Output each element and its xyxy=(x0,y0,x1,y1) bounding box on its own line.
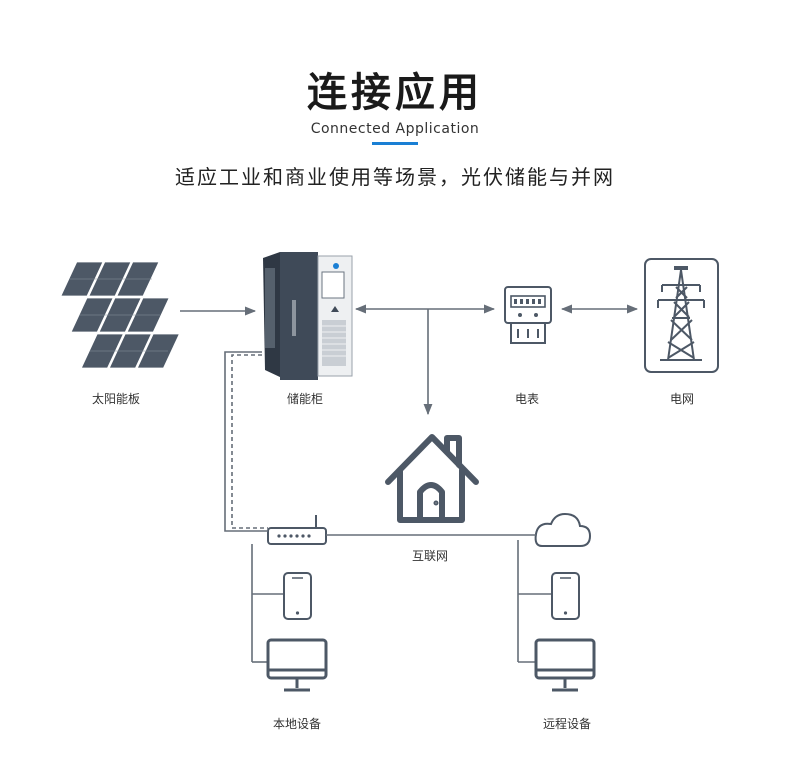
label-meter: 电表 xyxy=(514,392,539,406)
remote-monitor-icon xyxy=(534,638,596,692)
page-title: 连接应用 xyxy=(307,70,483,116)
label-local-devices: 本地设备 xyxy=(272,717,321,731)
router-icon xyxy=(267,515,327,545)
cloud-icon xyxy=(534,512,592,547)
local-monitor-icon xyxy=(266,638,328,692)
local-phone-icon xyxy=(283,572,312,620)
remote-phone-icon xyxy=(551,572,580,620)
title-accent-line xyxy=(372,142,418,145)
page-subtitle: Connected Application xyxy=(310,121,480,137)
power-tower-icon xyxy=(644,258,719,373)
solar-panel-icon xyxy=(60,261,180,369)
house-icon xyxy=(385,434,479,523)
electric-meter-icon xyxy=(504,286,552,344)
storage-cabinet-icon xyxy=(263,252,353,380)
label-cabinet: 储能柜 xyxy=(286,392,323,406)
label-internet: 互联网 xyxy=(411,549,448,563)
label-grid: 电网 xyxy=(669,392,694,406)
connection-lines xyxy=(180,304,639,663)
label-remote-devices: 远程设备 xyxy=(542,717,591,731)
label-solar: 太阳能板 xyxy=(91,392,140,406)
page-description: 适应工业和商业使用等场景，光伏储能与并网 xyxy=(175,165,615,189)
dashed-link xyxy=(231,354,268,529)
